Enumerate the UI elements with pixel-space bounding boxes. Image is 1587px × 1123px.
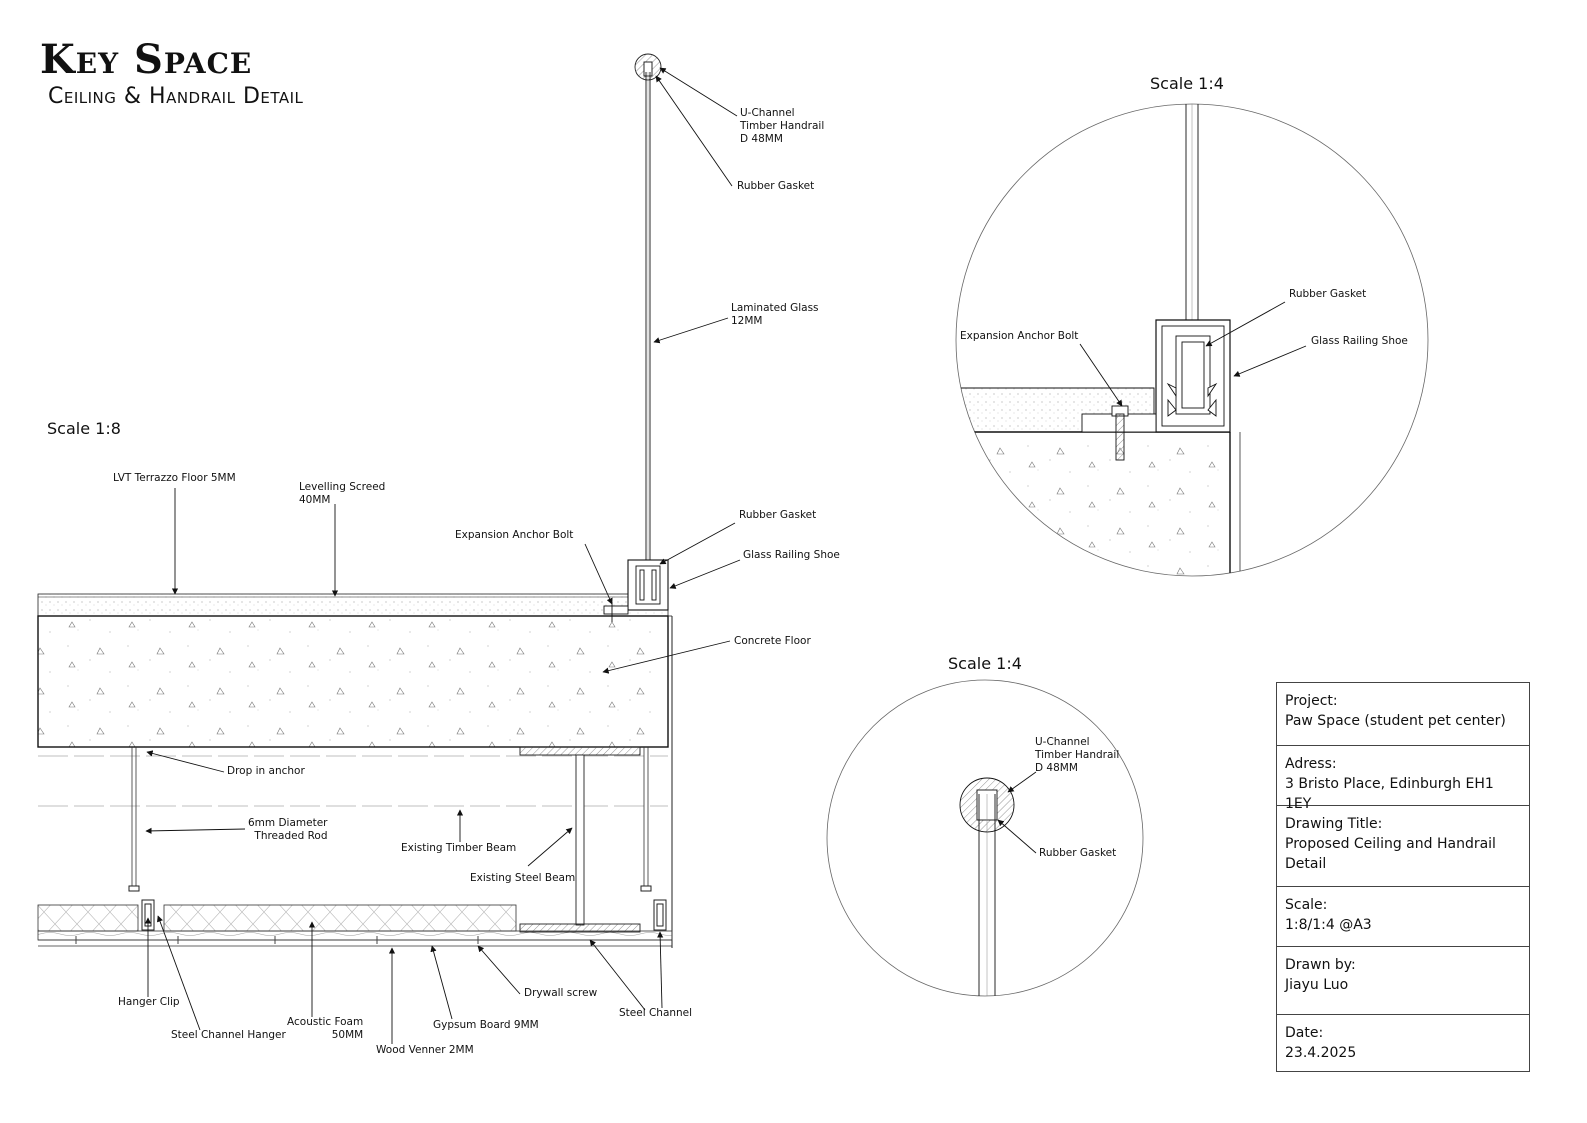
- title-block-value: 23.4.2025: [1285, 1045, 1357, 1061]
- label-wood-venner: Wood Venner 2MM: [376, 1044, 474, 1056]
- label-glass-railing-shoe: Glass Railing Shoe: [743, 549, 840, 561]
- detail-handrail-circle: [826, 679, 1144, 997]
- title-block-project: Project: Paw Space (student pet center): [1277, 683, 1529, 746]
- drawing-title: Key Space: [40, 36, 253, 83]
- detail-shoe-leaders: [1079, 301, 1307, 407]
- title-block-key: Date:: [1285, 1025, 1324, 1041]
- title-block-value: Jiayu Luo: [1285, 977, 1349, 993]
- label-steel-channel: Steel Channel: [619, 1007, 693, 1019]
- ceiling-build-up: [37, 904, 673, 947]
- label-existing-timber-beam: Existing Timber Beam: [401, 842, 517, 854]
- title-block-value: Paw Space (student pet center): [1285, 713, 1506, 729]
- label-existing-steel-beam: Existing Steel Beam: [470, 872, 576, 884]
- title-block-value: 1:8/1:4 @A3: [1285, 917, 1372, 933]
- existing-timber-beam-lines: [38, 755, 668, 807]
- detail-label-rubber-gasket: Rubber Gasket: [1289, 288, 1367, 300]
- drawing-subtitle: Ceiling & Handrail Detail: [48, 84, 304, 109]
- label-gypsum-board: Gypsum Board 9MM: [433, 1019, 539, 1031]
- label-lvt-floor: LVT Terrazzo Floor 5MM: [113, 472, 236, 484]
- title-block-key: Scale:: [1285, 897, 1328, 913]
- scale-detail-handrail: Scale 1:4: [948, 654, 1022, 673]
- title-block-value: 3 Bristo Place, Edinburgh EH1 1EY: [1285, 776, 1494, 812]
- detail-handrail-leaders: [997, 771, 1037, 854]
- label-rubber-gasket-shoe: Rubber Gasket: [739, 509, 817, 521]
- section-floor-build-up: [37, 593, 673, 948]
- title-block-value: Proposed Ceiling and Handrail Detail: [1285, 836, 1496, 872]
- label-drywall-screw: Drywall screw: [524, 987, 598, 999]
- detail-label-expansion-anchor-bolt: Expansion Anchor Bolt: [960, 330, 1079, 342]
- scale-section: Scale 1:8: [47, 419, 121, 438]
- title-block-key: Adress:: [1285, 756, 1337, 772]
- existing-steel-beam: [519, 746, 641, 933]
- title-block-address: Adress: 3 Bristo Place, Edinburgh EH1 1E…: [1277, 746, 1529, 812]
- detail-label-handrail: U-Channel Timber Handrail D 48MM: [1035, 736, 1120, 774]
- title-block-drawing-title: Drawing Title: Proposed Ceiling and Hand…: [1277, 806, 1529, 887]
- scale-detail-shoe: Scale 1:4: [1150, 74, 1224, 93]
- title-block-key: Drawn by:: [1285, 957, 1356, 973]
- title-block-key: Drawing Title:: [1285, 816, 1383, 832]
- section-handrail: [603, 53, 669, 622]
- label-threaded-rod: 6mm Diameter Threaded Rod: [248, 817, 328, 842]
- label-laminated-glass: Laminated Glass 12MM: [731, 302, 819, 327]
- title-block-drawn-by: Drawn by: Jiayu Luo: [1277, 947, 1529, 1015]
- label-acoustic-foam: Acoustic Foam 50MM: [287, 1016, 364, 1041]
- label-handrail: U-Channel Timber Handrail D 48MM: [740, 107, 825, 145]
- title-block-date: Date: 23.4.2025: [1277, 1015, 1529, 1069]
- label-rubber-gasket-top: Rubber Gasket: [737, 180, 815, 192]
- title-block: Project: Paw Space (student pet center) …: [1276, 682, 1530, 1072]
- threaded-rods: [131, 747, 649, 888]
- label-drop-in-anchor: Drop in anchor: [227, 765, 305, 777]
- label-concrete-floor: Concrete Floor: [734, 635, 811, 647]
- drywall-screws: [75, 936, 479, 944]
- title-block-key: Project:: [1285, 693, 1338, 709]
- detail-label-rubber-gasket-rail: Rubber Gasket: [1039, 847, 1117, 859]
- label-hanger-clip: Hanger Clip: [118, 996, 180, 1008]
- label-steel-channel-hanger: Steel Channel Hanger: [171, 1029, 286, 1041]
- label-levelling-screed: Levelling Screed 40MM: [299, 481, 386, 506]
- title-block-scale: Scale: 1:8/1:4 @A3: [1277, 887, 1529, 947]
- section-leaders: [144, 67, 741, 1044]
- detail-label-glass-railing-shoe: Glass Railing Shoe: [1311, 335, 1408, 347]
- label-expansion-anchor-bolt: Expansion Anchor Bolt: [455, 529, 574, 541]
